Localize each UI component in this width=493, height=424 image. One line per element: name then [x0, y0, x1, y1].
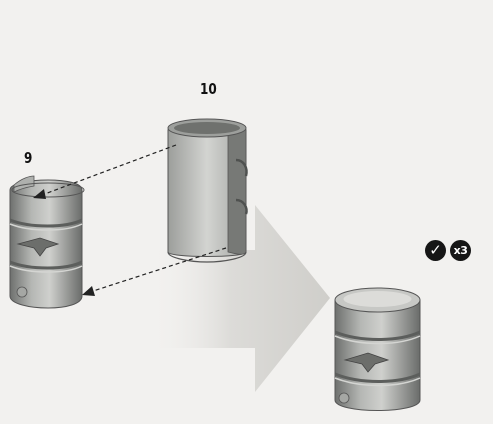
checkmark-icon: ✓: [425, 240, 446, 261]
assembled-barrel: [334, 287, 421, 411]
barrel-half-part-9: [9, 175, 85, 309]
lower-connection-arrow: [89, 247, 227, 293]
part-number-10: 10: [200, 80, 217, 98]
barrel-half-part-10: [167, 118, 248, 263]
upper-connection-arrow: [41, 144, 177, 196]
part-number-9: 9: [24, 149, 33, 167]
quantity-badge: x3: [450, 240, 471, 261]
connection-arrows: [41, 144, 227, 293]
arrowheads: [33, 189, 95, 296]
